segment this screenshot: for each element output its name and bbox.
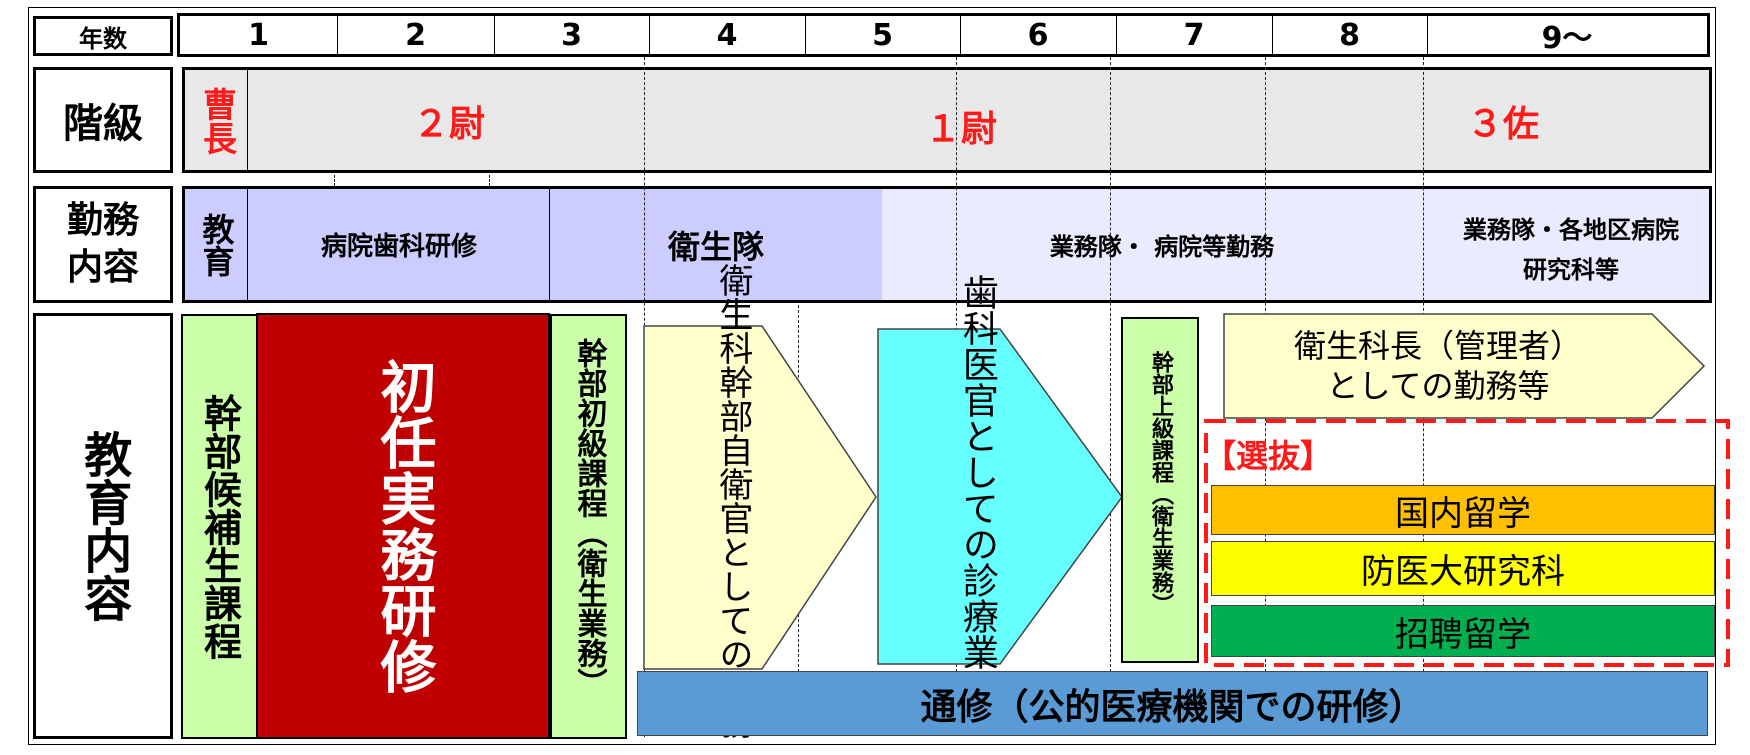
year-8: 8 <box>1339 17 1360 53</box>
part-time-training-bar: 通修（公的医療機関での研修） <box>637 671 1708 736</box>
senior-officer-course-box <box>1121 317 1199 663</box>
duty-bar: 教育 病院歯科研修 衛生隊 業務隊・ 病院等勤務 業務隊・各地区病院 研究科等 <box>182 186 1712 303</box>
years-label-cell: 年数 <box>33 16 173 56</box>
duty-education-segment <box>185 189 248 300</box>
rank-label: 階級 <box>63 101 143 147</box>
rank-sergeant-cell <box>185 70 248 170</box>
year-7: 7 <box>1183 17 1205 53</box>
year-6: 6 <box>1027 17 1049 53</box>
rank-label-cell: 階級 <box>33 67 173 173</box>
education-label-cell: 教育内容 <box>33 313 173 739</box>
year-1: 1 <box>248 17 269 53</box>
basic-officer-course-box <box>550 314 627 739</box>
year-guide-line <box>1110 57 1111 677</box>
duty-hospital-dental-training: 病院歯科研修 <box>320 232 477 262</box>
year-9-plus: 9～ <box>1541 21 1593 56</box>
year-3: 3 <box>561 17 582 53</box>
senior-officer-course: 幹部上級課程（衛生業務） <box>1148 351 1173 615</box>
years-label: 年数 <box>79 24 127 53</box>
rank-1st-lieutenant: １尉 <box>925 109 998 150</box>
year-separator <box>960 16 961 54</box>
years-bar: 1 2 3 4 5 6 7 8 9～ <box>177 13 1710 57</box>
medical-chief-duty-line-2: としての勤務等 <box>1326 367 1550 405</box>
year-2: 2 <box>405 17 426 53</box>
year-separator <box>337 16 338 54</box>
dental-officer-practice-chevron <box>877 328 1123 665</box>
education-label: 教育内容 <box>75 430 132 622</box>
selection-dashed-frame <box>1204 419 1730 667</box>
duty-medical-unit-segment <box>550 189 882 300</box>
duty-medical-unit: 衛生隊 <box>667 227 764 266</box>
initial-practical-training: 初任実務研修 <box>371 358 436 694</box>
year-5: 5 <box>872 17 893 53</box>
year-separator <box>1272 16 1273 54</box>
rank-sergeant-major: 曹長 <box>196 87 237 155</box>
year-separator <box>649 16 650 54</box>
duty-label-cell: 勤務内容 <box>33 186 173 303</box>
duty-graduate-school: 研究科等 <box>1523 255 1619 284</box>
nda-graduate-school-bar: 防医大研究科 <box>1211 541 1715 596</box>
year-guide-line <box>489 175 490 186</box>
medical-chief-duty: 衛生科長（管理者） としての勤務等 <box>1224 314 1652 418</box>
year-separator <box>805 16 806 54</box>
year-separator <box>494 16 495 54</box>
medical-officer-duty: 衛生科幹部自衛官としての勤務 <box>712 263 753 739</box>
year-separator <box>1116 16 1117 54</box>
domestic-study-bar: 国内留学 <box>1211 485 1715 535</box>
officer-candidate-course: 幹部候補生課程 <box>197 393 242 660</box>
rank-bar: 曹長 ２尉 １尉 ３佐 <box>182 67 1712 173</box>
duty-service-unit-hospital: 業務隊・ 病院等勤務 <box>1049 233 1275 261</box>
duty-education: 教育 <box>197 213 236 277</box>
duty-hospital-segment <box>248 189 550 300</box>
dental-officer-practice: 歯科医官としての診療業務 <box>956 274 998 706</box>
invited-study-bar: 招聘留学 <box>1211 605 1715 657</box>
selection-label: 【選抜】 <box>1204 437 1333 475</box>
basic-officer-course: 幹部初級課程（衛生業務） <box>571 338 607 698</box>
rank-major: ３佐 <box>1467 104 1540 145</box>
year-4: 4 <box>716 17 738 53</box>
medical-chief-duty-chevron <box>1223 313 1706 419</box>
year-guide-line <box>334 175 335 186</box>
duty-label: 勤務内容 <box>36 189 170 300</box>
rank-2nd-lieutenant: ２尉 <box>413 104 486 145</box>
duty-label-text: 勤務内容 <box>66 200 139 288</box>
initial-practical-training-box <box>256 313 550 739</box>
year-separator <box>1427 16 1428 54</box>
medical-officer-duty-chevron <box>643 325 877 670</box>
diagram-outer-border <box>28 7 1716 745</box>
medical-chief-duty-line-1: 衛生科長（管理者） <box>1293 327 1582 365</box>
duty-regional-hospital: 業務隊・各地区病院 <box>1463 215 1679 244</box>
